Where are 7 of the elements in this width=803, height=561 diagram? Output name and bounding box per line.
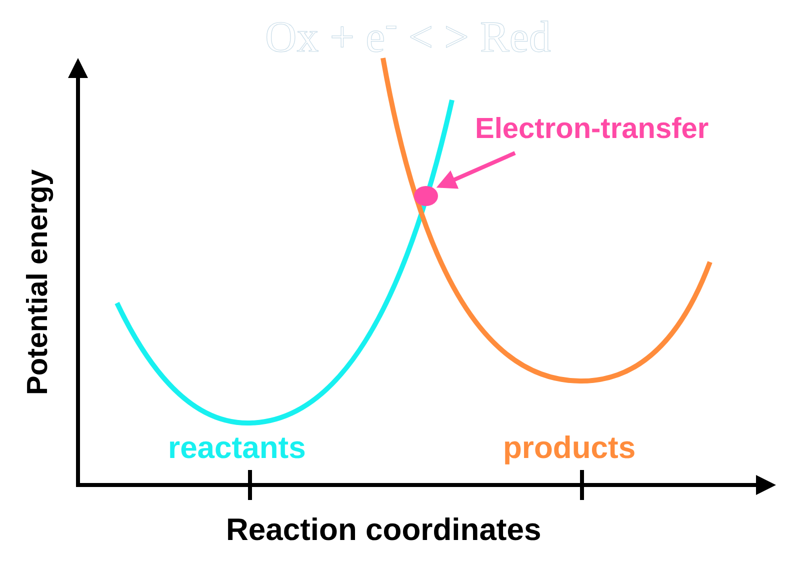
leader-arrow [436,151,516,189]
intersection-dot [414,186,438,206]
callout-text: Electron-transfer [475,113,709,146]
curve-label: products [503,430,636,466]
axis-title: Reaction coordinates [226,512,542,548]
axis-title: Potential energy [22,169,55,395]
curve-label: reactants [168,430,306,466]
